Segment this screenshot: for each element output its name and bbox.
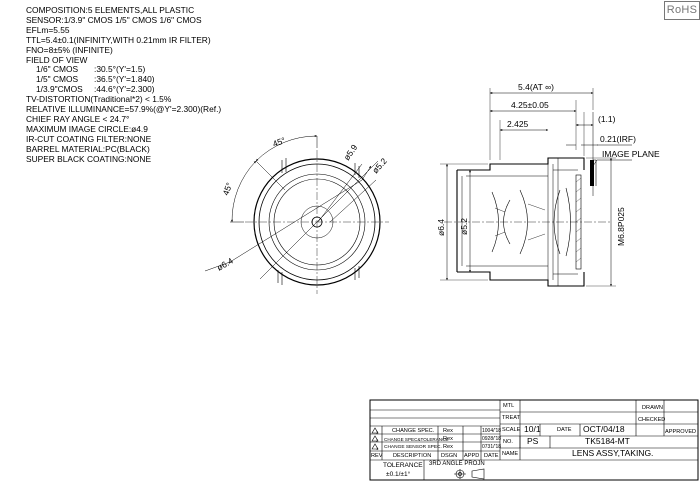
spec-barrel: BARREL MATERIAL:PC(BLACK) (26, 143, 150, 154)
lens-spec-notes: COMPOSITION:5 ELEMENTS,ALL PLASTIC SENSO… (26, 5, 222, 165)
side-image-plane-label: IMAGE PLANE (602, 149, 660, 159)
tb-rev-desc: CHANGE SPEC. (392, 428, 435, 434)
tb-drawn-label: DRAWN (642, 405, 663, 411)
side-thread-spec: M6.8P025 (616, 207, 626, 246)
title-block (369, 399, 699, 481)
spec-ttl: TTL=5.4±0.1(INFINITY,WITH 0.21mm IR FILT… (26, 34, 211, 45)
spec-fov-row: 1/5" CMOS:36.5°(Y'=1.840) (36, 74, 155, 85)
tb-rev-by: Rex (443, 444, 453, 450)
tb-date-value: OCT/04/18 (583, 424, 625, 434)
spec-ir-cut: IR-CUT COATING FILTER:NONE (26, 133, 152, 144)
front-dia-5-9: ø5.9 (341, 142, 359, 162)
side-irf: 0.21(IRF) (600, 134, 636, 144)
tb-rev-mark: 3 (376, 430, 379, 435)
tb-rev-date: 0928/'18 (482, 436, 502, 442)
tb-projection-label: 3RD ANGLE PROJN (429, 461, 485, 467)
tb-scale-value: 10/1 (524, 424, 541, 434)
tb-rev-date: 0731/'18 (482, 444, 502, 450)
spec-composition: COMPOSITION:5 ELEMENTS,ALL PLASTIC (26, 5, 195, 15)
tb-appd-label: APPD (464, 453, 480, 459)
tb-rev-mark: 2 (376, 438, 379, 443)
spec-efl: EFLm=5.55 (26, 24, 70, 35)
tb-rev-label: REV (371, 453, 383, 459)
spec-super-black: SUPER BLACK COATING:NONE (26, 153, 152, 164)
spec-fno: FNO=8±5% (INFINITE) (26, 44, 113, 55)
side-dia-5-2: ø5.2 (459, 218, 469, 235)
tb-no-label: NO. (503, 439, 513, 445)
tb-rev-desc: CHANGE SPEC&TOLERANCE (384, 437, 449, 442)
tb-rev-by: Rex (443, 428, 453, 434)
tb-part-prefix: PS (527, 436, 539, 446)
tb-part-no: TK5184-MT (585, 436, 630, 446)
spec-sensor: SENSOR:1/3.9" CMOS 1/5" CMOS 1/6" CMOS (26, 14, 202, 25)
tb-checked-label: CHECKED (638, 417, 666, 423)
side-length-2-425: 2.425 (507, 119, 529, 129)
tb-tolerance-label: TOLERANCE (383, 462, 423, 469)
tb-approved-label: APPROVED (665, 429, 697, 435)
tb-dsgn-label: DSGN (441, 453, 458, 459)
tb-date-col-label: DATE (484, 453, 499, 459)
side-dia-6-4: ø6.4 (436, 219, 446, 236)
spec-illuminance: RELATIVE ILLUMINANCE=57.9%(@Y'=2.300)(Re… (26, 104, 222, 115)
spec-image-circle: MAXIMUM IMAGE CIRCLE:ø4.9 (26, 123, 148, 134)
side-total-length: 5.4(AT ∞) (518, 82, 554, 92)
tb-treat-label: TREAT (502, 415, 520, 421)
spec-fov-row: 1/6" CMOS:30.5°(Y'=1.5) (36, 64, 146, 75)
side-length-4-25: 4.25±0.05 (511, 100, 549, 110)
tb-scale-label: SCALE (502, 427, 521, 433)
tb-rev-date: 1004/'18 (482, 428, 502, 434)
tb-rev-mark: 1 (376, 446, 379, 451)
spec-fov-title: FIELD OF VIEW (26, 54, 88, 65)
tb-rev-desc: CHANGE SENSOR SPEC. (384, 445, 442, 450)
tb-rev-by: Rex (443, 436, 453, 442)
spec-chief-ray: CHIEF RAY ANGLE < 24.7° (26, 113, 130, 124)
tb-date-label: DATE (557, 427, 572, 433)
angle-label-left: 45° (220, 181, 234, 197)
tb-name-value: LENS ASSY,TAKING. (572, 448, 654, 458)
angle-label-top: 45° (271, 135, 287, 149)
tb-tolerance-value: ±0.1/±1° (386, 471, 411, 478)
image-plane-marker (590, 160, 594, 186)
tb-mtl-label: MTL (503, 403, 515, 409)
spec-tv-distortion: TV-DISTORTION(Traditional*2) < 1.5% (26, 94, 172, 105)
side-view (440, 88, 632, 287)
spec-fov-row: 1/3.9"CMOS:44.6°(Y'=2.300) (36, 84, 155, 95)
front-view (204, 134, 389, 294)
tb-desc-label: DESCRIPTION (393, 453, 432, 459)
front-dia-6-4: ø6.4 (215, 255, 235, 272)
side-bfl: (1.1) (598, 114, 616, 124)
front-dia-5-2: ø5.2 (370, 156, 389, 176)
tb-name-label: NAME (502, 451, 519, 457)
